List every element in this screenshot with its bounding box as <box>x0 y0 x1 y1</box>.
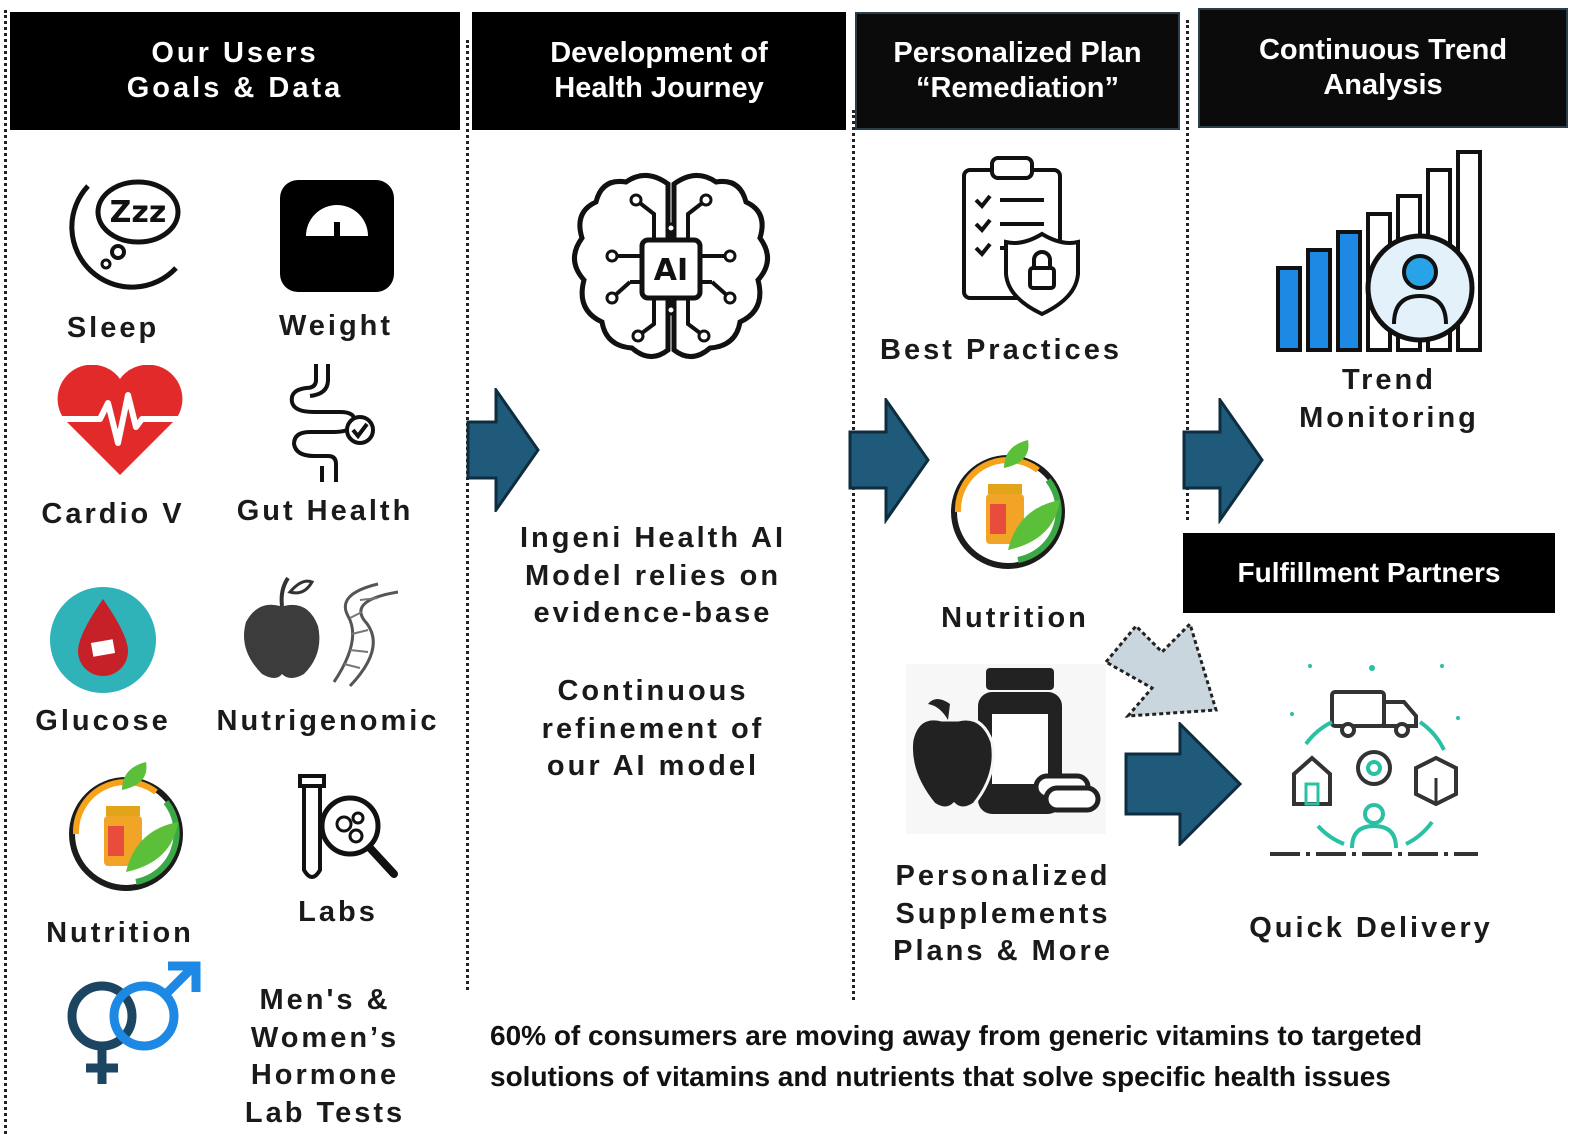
label-sleep: Sleep <box>66 312 160 344</box>
label-cardio: Cardio V <box>41 498 185 530</box>
sleep-moon-icon: Zzz <box>69 179 181 290</box>
scale-icon <box>280 180 394 292</box>
arrow-to-trend <box>1182 398 1264 524</box>
gender-symbols-icon <box>67 961 201 1084</box>
journey-refinement-text: Continuous refinement of our AI model <box>541 675 765 783</box>
label-glucose: Glucose <box>35 705 171 737</box>
header-fulfillment-partners: Fulfillment Partners <box>1183 533 1555 613</box>
label-personalized-supplements: Personalized Supplements Plans & More <box>893 860 1113 968</box>
delivery-cycle-icon <box>1270 664 1478 856</box>
label-weight: Weight <box>278 310 394 342</box>
divider-col1-col2 <box>466 40 469 990</box>
divider-col2-col3 <box>852 110 855 1000</box>
label-nutrition-plan: Nutrition <box>941 602 1089 634</box>
arrow-to-plan <box>848 398 930 524</box>
apple-pill-bottle-icon <box>906 664 1106 834</box>
consumer-trend-note: 60% of consumers are moving away from ge… <box>490 1020 1423 1092</box>
ai-brain-icon: AI <box>572 173 770 359</box>
apple-dna-icon <box>244 576 399 688</box>
label-labs: Labs <box>298 896 378 928</box>
heart-pulse-icon <box>57 365 183 475</box>
label-gut-health: Gut Health <box>236 495 414 527</box>
header-personalized-plan: Personalized Plan “Remediation” <box>855 12 1180 130</box>
divider-col3-col4 <box>1186 20 1189 520</box>
label-nutrition-users: Nutrition <box>46 917 194 949</box>
intestine-icon <box>289 364 375 482</box>
label-hormone-tests: Men's & Women’s Hormone Lab Tests <box>244 984 406 1130</box>
label-nutrigenomic: Nutrigenomic <box>216 705 440 737</box>
blood-drop-icon <box>50 587 156 693</box>
arrow-to-journey <box>466 388 540 512</box>
label-trend-monitoring: Trend Monitoring <box>1299 364 1479 434</box>
arrow-fulfillment-diagonal <box>1103 621 1218 718</box>
svg-text:AI: AI <box>654 253 688 288</box>
supplement-bottle-leaf-icon <box>69 762 183 891</box>
header-trend-analysis: Continuous Trend Analysis <box>1198 8 1568 128</box>
header-health-journey: Development of Health Journey <box>472 12 846 130</box>
test-tube-magnifier-icon <box>298 774 398 879</box>
bar-chart-person-icon <box>1276 150 1482 352</box>
svg-text:Zzz: Zzz <box>110 195 167 230</box>
header-users-goals: Our Users Goals & Data <box>10 12 460 130</box>
label-best-practices: Best Practices <box>880 334 1122 366</box>
label-quick-delivery: Quick Delivery <box>1249 912 1493 944</box>
clipboard-shield-icon <box>962 156 1080 317</box>
arrow-to-delivery <box>1124 722 1242 846</box>
divider-left-edge <box>4 10 7 1134</box>
nutrition-plan-icon <box>951 440 1065 569</box>
journey-ai-model-text: Ingeni Health AI Model relies on evidenc… <box>519 522 787 630</box>
